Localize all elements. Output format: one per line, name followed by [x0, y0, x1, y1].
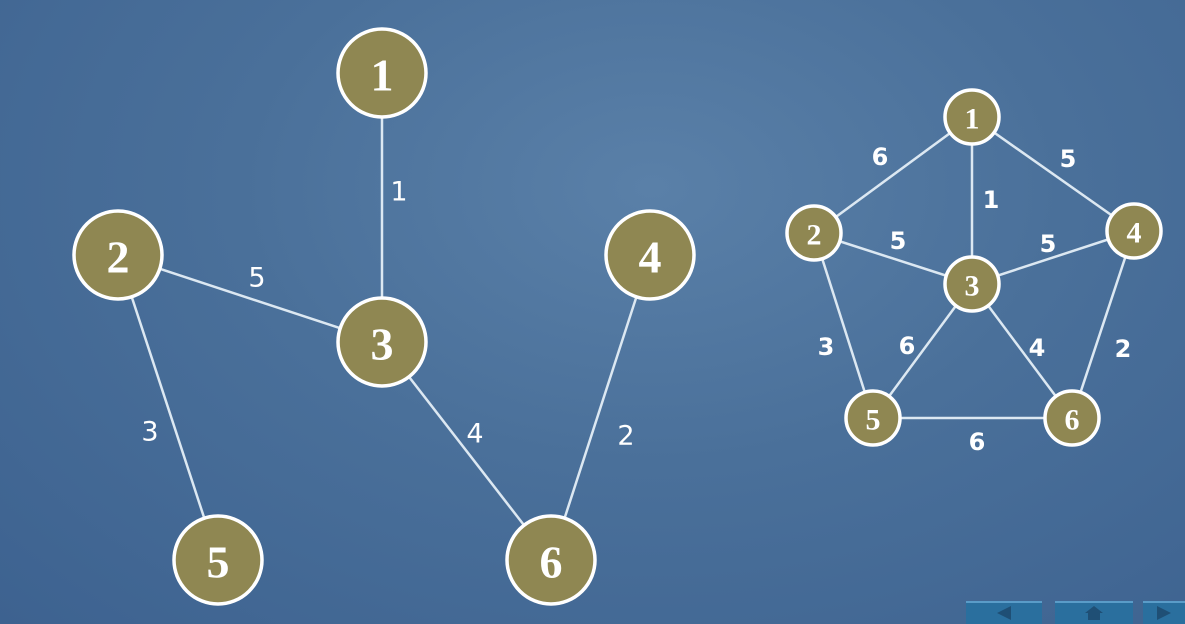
node-label: 2	[107, 232, 130, 283]
home-button[interactable]	[1055, 601, 1133, 624]
edge-2-5	[812, 232, 875, 419]
node-6: 6	[1043, 389, 1101, 447]
node-5: 5	[172, 514, 264, 606]
node-label: 4	[1127, 217, 1142, 250]
node-label: 3	[965, 270, 980, 303]
node-circle	[172, 514, 264, 606]
edge-4-6	[1070, 230, 1136, 419]
edge-weight-1-4: 5	[1060, 145, 1077, 173]
node-label: 3	[371, 319, 394, 370]
edge-weight-2-3: 5	[890, 227, 907, 255]
node-circle	[604, 209, 696, 301]
edge-weight-2-5: 3	[141, 417, 158, 448]
edge-1-4	[971, 115, 1135, 233]
edge-weight-4-6: 2	[1115, 335, 1132, 363]
edge-weight-1-3: 1	[983, 186, 1000, 214]
node-3: 3	[336, 296, 428, 388]
edge-weight-4-6: 2	[617, 421, 634, 452]
edge-weight-1-3: 1	[390, 177, 407, 208]
edge-weight-3-6: 4	[466, 419, 483, 450]
node-label: 1	[965, 103, 980, 136]
node-2: 2	[72, 209, 164, 301]
node-label: 5	[207, 537, 230, 588]
edge-weight-2-3: 5	[248, 263, 265, 294]
edge-weight-3-4: 5	[1040, 230, 1057, 258]
edge-1-2	[813, 115, 973, 235]
node-1: 1	[943, 88, 1001, 146]
node-circle	[844, 389, 902, 447]
node-1: 1	[336, 27, 428, 119]
node-label: 4	[639, 232, 662, 283]
node-circle	[785, 204, 843, 262]
node-label: 1	[371, 50, 394, 101]
node-circle	[943, 88, 1001, 146]
node-circle	[943, 255, 1001, 313]
edge-weight-3-6: 4	[1029, 334, 1046, 362]
edge-weight-2-5: 3	[818, 333, 835, 361]
node-6: 6	[505, 514, 597, 606]
weighted-graph-diagram: 6 5 1 5 5 3 6 4 2 6 1 2 3 4 5 6	[785, 88, 1163, 456]
node-label: 2	[807, 219, 822, 252]
spanning-tree-diagram: 1 5 3 4 2 1 2 3 4 5 6	[72, 27, 696, 606]
edge-weight-1-2: 6	[872, 143, 889, 171]
left-arrow-icon	[997, 606, 1011, 620]
right-arrow-icon	[1157, 606, 1171, 620]
node-label: 5	[866, 404, 881, 437]
node-4: 4	[604, 209, 696, 301]
prev-slide-button[interactable]	[966, 601, 1042, 624]
node-label: 6	[540, 537, 563, 588]
node-circle	[1105, 202, 1163, 260]
node-4: 4	[1105, 202, 1163, 260]
edge-weight-5-6: 6	[969, 428, 986, 456]
node-circle	[505, 514, 597, 606]
edge-2-3	[117, 253, 383, 344]
edge-2-5	[116, 254, 220, 561]
home-icon	[1085, 606, 1103, 620]
node-circle	[72, 209, 164, 301]
node-label: 6	[1065, 404, 1080, 437]
edge-weight-3-5: 6	[899, 332, 916, 360]
node-circle	[1043, 389, 1101, 447]
node-5: 5	[844, 389, 902, 447]
edge-4-6	[549, 254, 652, 561]
node-circle	[336, 296, 428, 388]
node-3: 3	[943, 255, 1001, 313]
next-slide-button[interactable]	[1143, 601, 1185, 624]
edge-3-6	[381, 341, 552, 561]
node-2: 2	[785, 204, 843, 262]
node-circle	[336, 27, 428, 119]
